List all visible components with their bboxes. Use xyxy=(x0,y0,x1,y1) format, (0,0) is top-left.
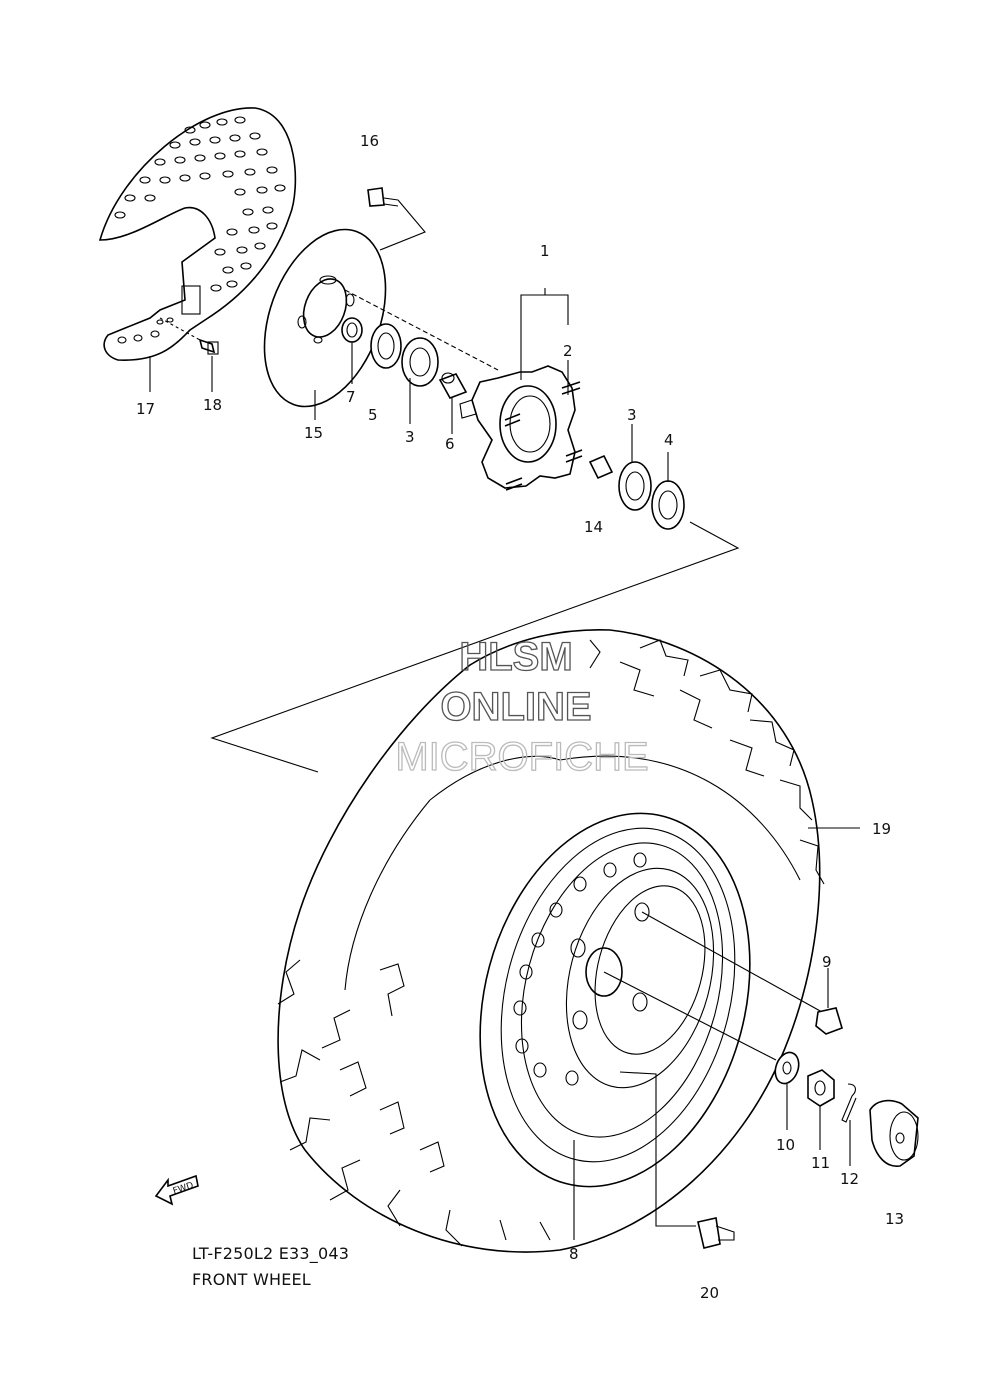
watermark-line-1: HLSM xyxy=(459,635,572,679)
washer-10-part xyxy=(603,971,800,1085)
callout-5: 5 xyxy=(368,406,378,424)
callout-labels: 1 2 3 3 4 5 6 7 8 9 10 11 12 13 14 15 16… xyxy=(136,132,904,1302)
callout-19: 19 xyxy=(872,820,891,838)
brake-cover-part xyxy=(98,107,297,361)
callout-4: 4 xyxy=(664,431,674,449)
nut-9-part xyxy=(641,911,843,1035)
rim-part xyxy=(479,812,751,1188)
bearing-3b-part xyxy=(618,461,652,511)
callout-10: 10 xyxy=(776,1136,795,1154)
callout-8: 8 xyxy=(569,1245,579,1263)
callout-9: 9 xyxy=(822,953,832,971)
tire-part xyxy=(277,628,825,1253)
callout-3a: 3 xyxy=(405,428,415,446)
callout-15: 15 xyxy=(304,424,323,442)
bolt-16-part xyxy=(367,187,426,251)
callout-18: 18 xyxy=(203,396,222,414)
castle-nut-11-part xyxy=(807,1069,835,1107)
callout-6: 6 xyxy=(445,435,455,453)
collar-14-part xyxy=(588,454,614,480)
callout-17: 17 xyxy=(136,400,155,418)
bearing-3-part xyxy=(401,337,439,387)
seal-4-part xyxy=(651,480,685,530)
watermark-line-2: ONLINE xyxy=(440,685,591,729)
callout-12: 12 xyxy=(840,1170,859,1188)
callout-14: 14 xyxy=(584,518,603,536)
callout-3b: 3 xyxy=(627,406,637,424)
callout-1: 1 xyxy=(540,242,550,260)
brake-disc-part xyxy=(263,228,387,408)
cotter-pin-12-part xyxy=(841,1083,857,1123)
hub-part xyxy=(459,365,583,491)
callout-16: 16 xyxy=(360,132,379,150)
watermark-line-3: MICROFICHE xyxy=(395,735,648,779)
watermark: HLSM ONLINE MICROFICHE xyxy=(395,634,650,779)
diagram-title: FRONT WHEEL xyxy=(192,1270,311,1289)
leader-lines xyxy=(149,342,860,1240)
callout-13: 13 xyxy=(885,1210,904,1228)
bolt-18-part xyxy=(159,317,219,355)
cap-13-part xyxy=(869,1099,919,1167)
seal-7-part xyxy=(341,317,363,343)
fwd-arrow-icon: FWD xyxy=(154,1174,199,1206)
model-code: LT-F250L2 E33_043 xyxy=(192,1244,350,1263)
callout-7: 7 xyxy=(346,388,356,406)
bearing-5-part xyxy=(370,323,402,369)
valve-20-part xyxy=(619,1071,735,1249)
spacer-6-part xyxy=(438,372,468,399)
callout-2: 2 xyxy=(563,342,573,360)
callout-11: 11 xyxy=(811,1154,830,1172)
callout-20: 20 xyxy=(700,1284,719,1302)
